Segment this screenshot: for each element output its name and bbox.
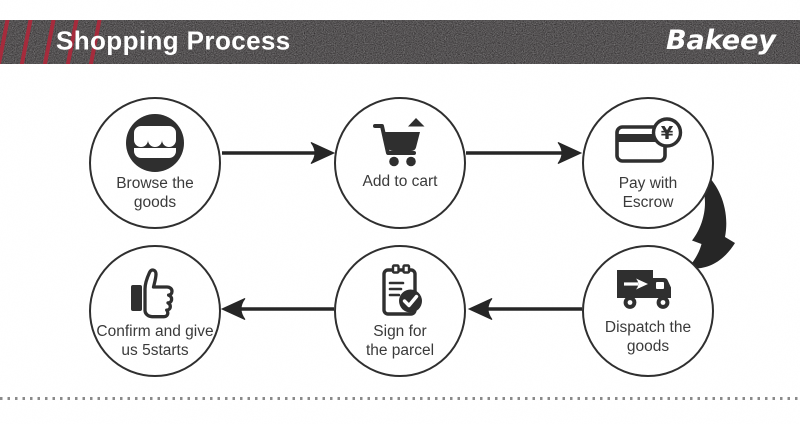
thumbs-up-icon: [131, 268, 174, 319]
arrow-cart-to-pay: [466, 142, 583, 164]
arrow-dispatch-to-sign: [467, 298, 582, 320]
credit-card-yen-icon: ¥: [615, 117, 683, 163]
step-sign-parcel: Sign for the parcel: [334, 245, 466, 377]
dotted-divider: [0, 397, 800, 400]
step-label: Pay with Escrow: [618, 175, 678, 211]
step-label: Add to cart: [362, 173, 438, 190]
yen-symbol: ¥: [661, 123, 674, 144]
step-label: Sign for the parcel: [365, 323, 435, 359]
page-title: Shopping Process: [56, 25, 291, 56]
step-browse-goods: Browse the goods: [89, 97, 221, 229]
step-pay-escrow: ¥ Pay with Escrow: [582, 97, 714, 229]
arrow-browse-to-cart: [222, 142, 336, 164]
storefront-icon: [126, 114, 184, 172]
shopping-cart-icon: [373, 118, 425, 167]
step-label: Dispatch the goods: [604, 319, 692, 355]
step-add-to-cart: Add to cart: [334, 97, 466, 229]
step-label: Browse the goods: [116, 175, 194, 211]
step-label: Confirm and give us 5starts: [96, 323, 214, 359]
step-dispatch-goods: Dispatch the goods: [582, 245, 714, 377]
step-confirm-five-stars: Confirm and give us 5starts: [89, 245, 221, 377]
arrow-sign-to-confirm: [220, 298, 334, 320]
header-bar: Shopping Process Bakeey: [0, 20, 800, 64]
clipboard-check-icon: [382, 264, 422, 316]
delivery-truck-icon: [617, 270, 671, 309]
brand-logo: Bakeey: [665, 24, 776, 56]
